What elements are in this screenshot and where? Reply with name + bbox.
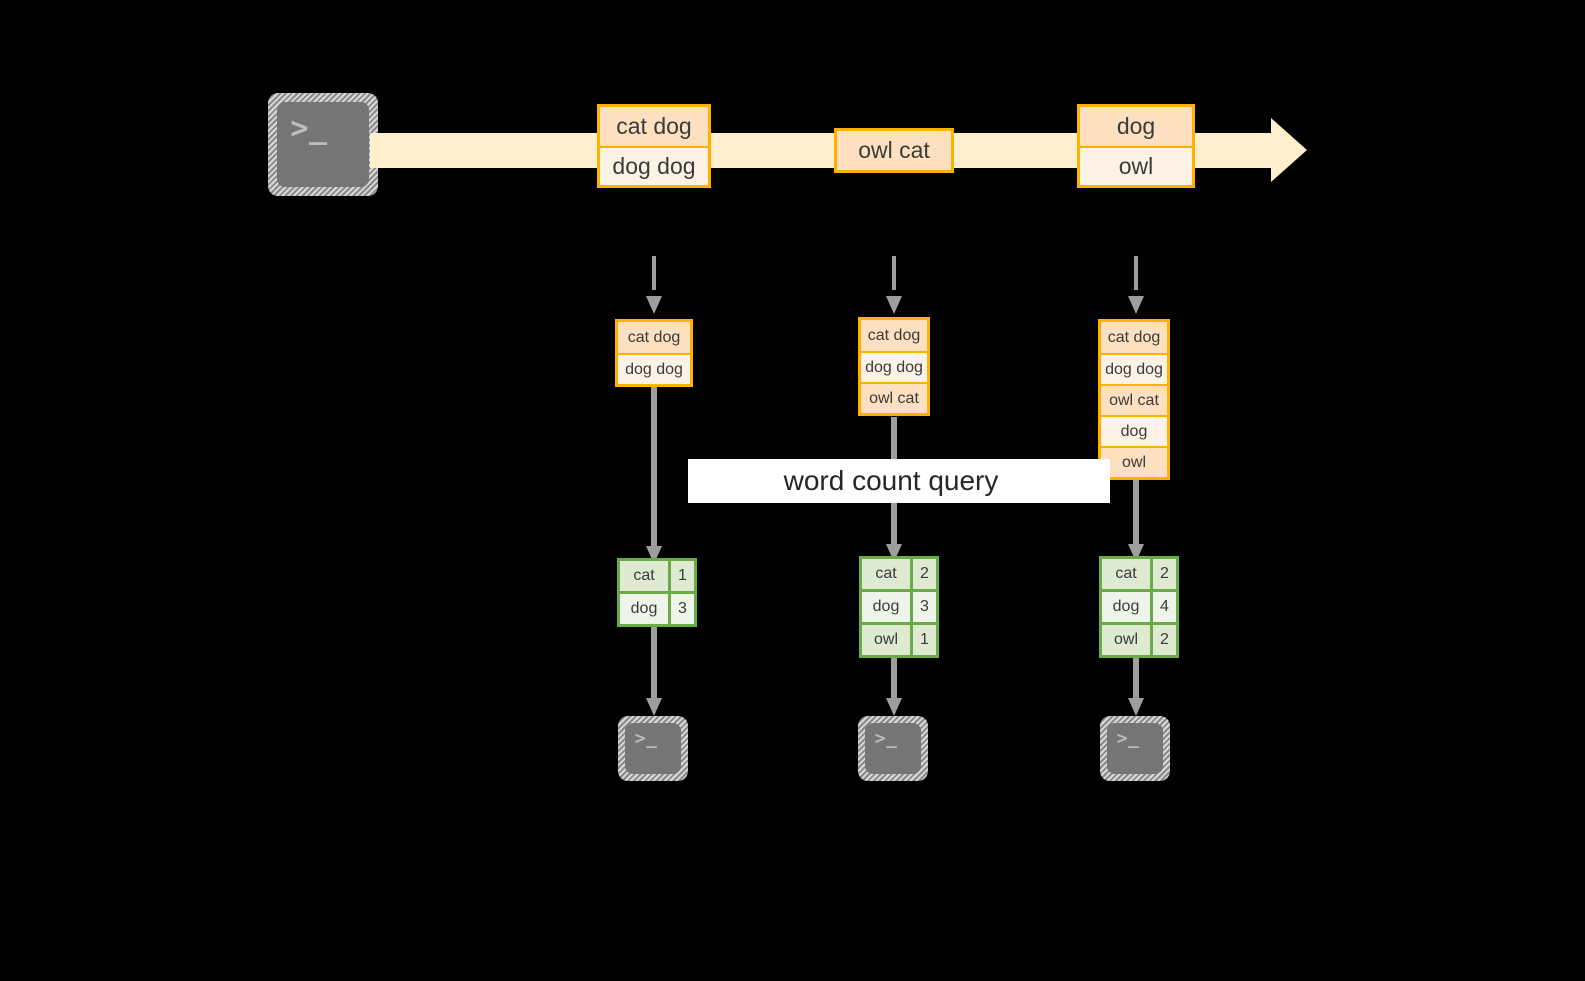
table-row: dog 3 [620,591,694,624]
arrow-shaft [651,626,657,698]
down-arrow-icon-trigger-1 [646,256,662,314]
batch-row: cat dog [618,322,690,353]
arrow-shaft [1133,656,1139,698]
result-table-1: cat 1 dog 3 [617,558,697,627]
result-word: owl [862,625,910,655]
batch-row: dog dog [618,353,690,384]
stream-event-line: cat dog [600,107,708,146]
arrow-shaft [651,386,657,546]
batch-row: owl cat [861,382,927,413]
arrow-head [646,698,662,716]
batch-row: dog [1101,415,1167,446]
down-arrow-icon-sink-2 [886,656,902,716]
result-count: 2 [910,559,936,589]
terminal-screen [277,102,369,187]
result-word: owl [1102,625,1150,655]
result-count: 1 [668,561,694,591]
result-count: 2 [1150,559,1176,589]
stream-event-line: dog dog [600,146,708,185]
terminal-prompt-glyph: >_ [634,727,658,749]
stream-event-3: dog owl [1077,104,1195,188]
table-row: dog 3 [862,589,936,622]
result-word: dog [862,592,910,622]
result-word: dog [1102,592,1150,622]
stream-event-line: owl [1080,146,1192,185]
terminal-prompt-glyph: >_ [1116,727,1140,749]
result-table-2: cat 2 dog 3 owl 1 [859,556,939,658]
down-arrow-icon-trigger-3 [1128,256,1144,314]
arrow-shaft [1133,479,1139,544]
table-row: owl 1 [862,622,936,655]
stream-event-1: cat dog dog dog [597,104,711,188]
arrow-shaft [652,256,656,290]
batch-row: dog dog [861,351,927,382]
down-arrow-icon-query-3 [1128,479,1144,562]
terminal-screen [1107,723,1163,774]
result-word: dog [620,594,668,624]
batch-table-2: cat dog dog dog owl cat [858,317,930,416]
table-row: cat 2 [1102,559,1176,589]
down-arrow-icon-sink-3 [1128,656,1144,716]
batch-row: owl cat [1101,384,1167,415]
stream-event-2: owl cat [834,128,954,173]
result-count: 2 [1150,625,1176,655]
down-arrow-icon-trigger-2 [886,256,902,314]
batch-row: cat dog [1101,322,1167,353]
batch-table-1: cat dog dog dog [615,319,693,387]
down-arrow-icon-query-1 [646,386,662,564]
batch-row: dog dog [1101,353,1167,384]
terminal-icon-sink-2: >_ [858,716,928,781]
terminal-screen [865,723,921,774]
arrow-head [886,698,902,716]
down-arrow-icon-sink-1 [646,626,662,716]
result-count: 4 [1150,592,1176,622]
query-label-band: word count query [688,459,1110,503]
query-label-text: word count query [783,465,999,496]
arrow-shaft [1134,256,1138,290]
batch-row: cat dog [861,320,927,351]
result-count: 1 [910,625,936,655]
arrow-shaft [892,256,896,290]
terminal-icon-sink-3: >_ [1100,716,1170,781]
terminal-icon-sink-1: >_ [618,716,688,781]
terminal-prompt-glyph: >_ [290,110,328,146]
arrow-head [646,296,662,314]
table-row: dog 4 [1102,589,1176,622]
result-count: 3 [910,592,936,622]
table-row: cat 2 [862,559,936,589]
terminal-screen [625,723,681,774]
result-word: cat [862,559,910,589]
terminal-prompt-glyph: >_ [874,727,898,749]
right-arrow-icon-stream [1271,118,1307,182]
stream-event-line: owl cat [837,131,951,170]
table-row: owl 2 [1102,622,1176,655]
result-table-3: cat 2 dog 4 owl 2 [1099,556,1179,658]
arrow-head [1128,296,1144,314]
stream-event-line: dog [1080,107,1192,146]
table-row: cat 1 [620,561,694,591]
arrow-head [1128,698,1144,716]
terminal-icon-source: >_ [268,93,378,196]
arrow-head [886,296,902,314]
result-word: cat [1102,559,1150,589]
batch-table-3: cat dog dog dog owl cat dog owl [1098,319,1170,480]
result-count: 3 [668,594,694,624]
arrow-shaft [891,656,897,698]
result-word: cat [620,561,668,591]
batch-row: owl [1101,446,1167,477]
